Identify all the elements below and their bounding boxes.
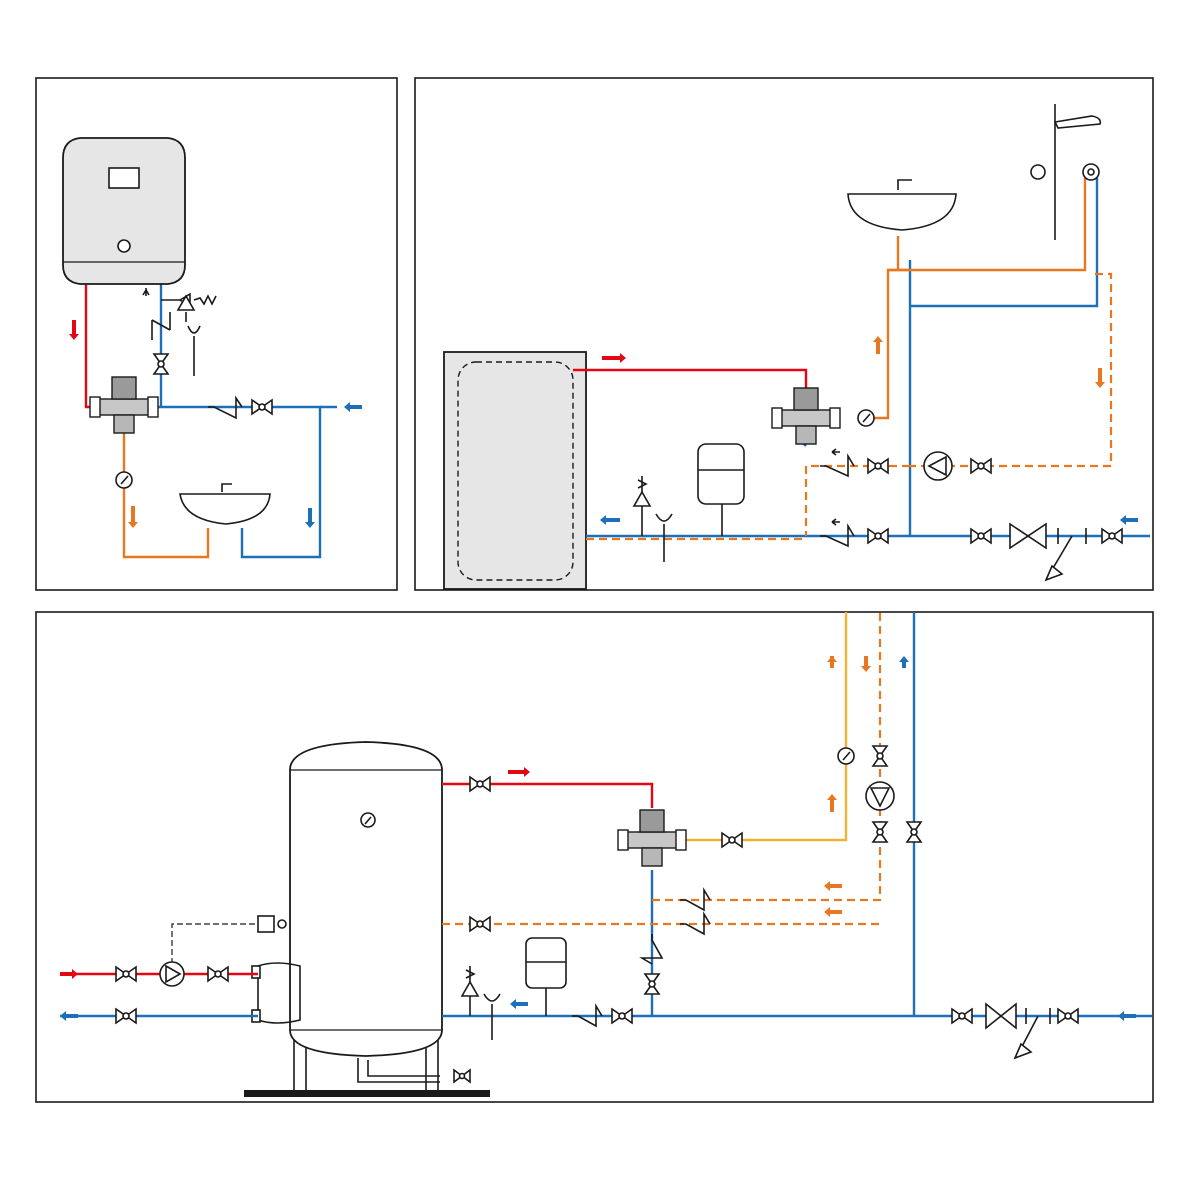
circulation-pump-icon bbox=[923, 451, 953, 481]
flow-arrow-icon bbox=[69, 320, 362, 528]
flow-arrow-icon bbox=[60, 656, 1136, 1021]
thermostatic-mixing-valve-icon bbox=[89, 376, 159, 434]
isolation-valve-icon bbox=[453, 1068, 471, 1084]
thermostatic-mixing-valve-icon bbox=[617, 809, 687, 867]
drain-funnel-icon bbox=[655, 513, 673, 562]
isolation-valve-icon bbox=[611, 1007, 633, 1025]
isolation-valve-icon bbox=[469, 915, 491, 933]
isolation-valve-icon bbox=[207, 965, 229, 983]
check-valve-icon bbox=[680, 887, 711, 912]
pressure-reducing-valve-icon bbox=[985, 1002, 1017, 1030]
vertical-storage-cylinder-icon bbox=[244, 741, 490, 1097]
isolation-valve-icon bbox=[251, 398, 273, 416]
circulation-pump-icon bbox=[159, 961, 185, 987]
safety-valve-icon bbox=[161, 292, 217, 322]
isolation-valve-icon bbox=[970, 527, 992, 545]
thermometer-icon bbox=[115, 471, 133, 489]
isolation-valve-icon bbox=[867, 457, 889, 475]
isolation-valve-icon bbox=[1057, 1007, 1079, 1025]
isolation-valve-icon bbox=[871, 821, 889, 843]
isolation-valve-icon bbox=[1101, 527, 1123, 545]
thermometer-icon bbox=[360, 812, 376, 828]
drain-funnel-icon bbox=[483, 993, 501, 1040]
thermometer-icon bbox=[837, 747, 855, 765]
check-valve-icon bbox=[820, 518, 855, 548]
washbasin-icon bbox=[179, 483, 271, 525]
check-valve-icon bbox=[680, 911, 711, 936]
isolation-valve-icon bbox=[905, 821, 923, 843]
panel-bottom bbox=[35, 611, 1154, 1103]
filter-icon bbox=[1044, 528, 1087, 582]
thermometer-icon bbox=[857, 409, 875, 427]
panel-top-right bbox=[414, 77, 1154, 591]
check-valve-icon bbox=[820, 448, 855, 478]
check-valve-icon bbox=[639, 934, 664, 965]
isolation-valve-icon bbox=[643, 973, 661, 995]
safety-valve-icon bbox=[460, 966, 480, 1016]
safety-valve-icon bbox=[632, 476, 652, 536]
isolation-valve-icon bbox=[867, 527, 889, 545]
expansion-vessel-icon bbox=[525, 937, 567, 1016]
pressure-reducing-valve-icon bbox=[1009, 522, 1047, 550]
shower-icon bbox=[1030, 104, 1102, 240]
drain-funnel-icon bbox=[187, 325, 201, 376]
storage-tank-icon bbox=[443, 351, 587, 590]
electric-water-heater-icon bbox=[62, 137, 186, 285]
isolation-valve-icon bbox=[115, 1007, 137, 1025]
filter-icon bbox=[1013, 1008, 1051, 1060]
washbasin-icon bbox=[847, 179, 957, 231]
isolation-valve-icon bbox=[152, 353, 170, 375]
isolation-valve-icon bbox=[871, 745, 889, 767]
expansion-vessel-icon bbox=[697, 443, 745, 536]
isolation-valve-icon bbox=[951, 1007, 973, 1025]
isolation-valve-icon bbox=[469, 775, 491, 793]
safety-group-icon bbox=[142, 288, 171, 340]
circulation-pump-icon bbox=[865, 781, 895, 811]
flow-arrow-icon bbox=[600, 336, 1138, 525]
isolation-valve-icon bbox=[115, 965, 137, 983]
panel-top-left bbox=[35, 77, 398, 591]
panel-bottom-piping bbox=[60, 612, 1152, 1018]
isolation-valve-icon bbox=[721, 831, 743, 849]
isolation-valve-icon bbox=[970, 457, 992, 475]
check-valve-icon bbox=[208, 395, 243, 420]
panel-top-right-piping bbox=[573, 178, 1150, 541]
check-valve-icon bbox=[572, 1003, 603, 1028]
thermostatic-mixing-valve-icon bbox=[771, 387, 841, 445]
temperature-sensor-icon bbox=[257, 915, 287, 933]
